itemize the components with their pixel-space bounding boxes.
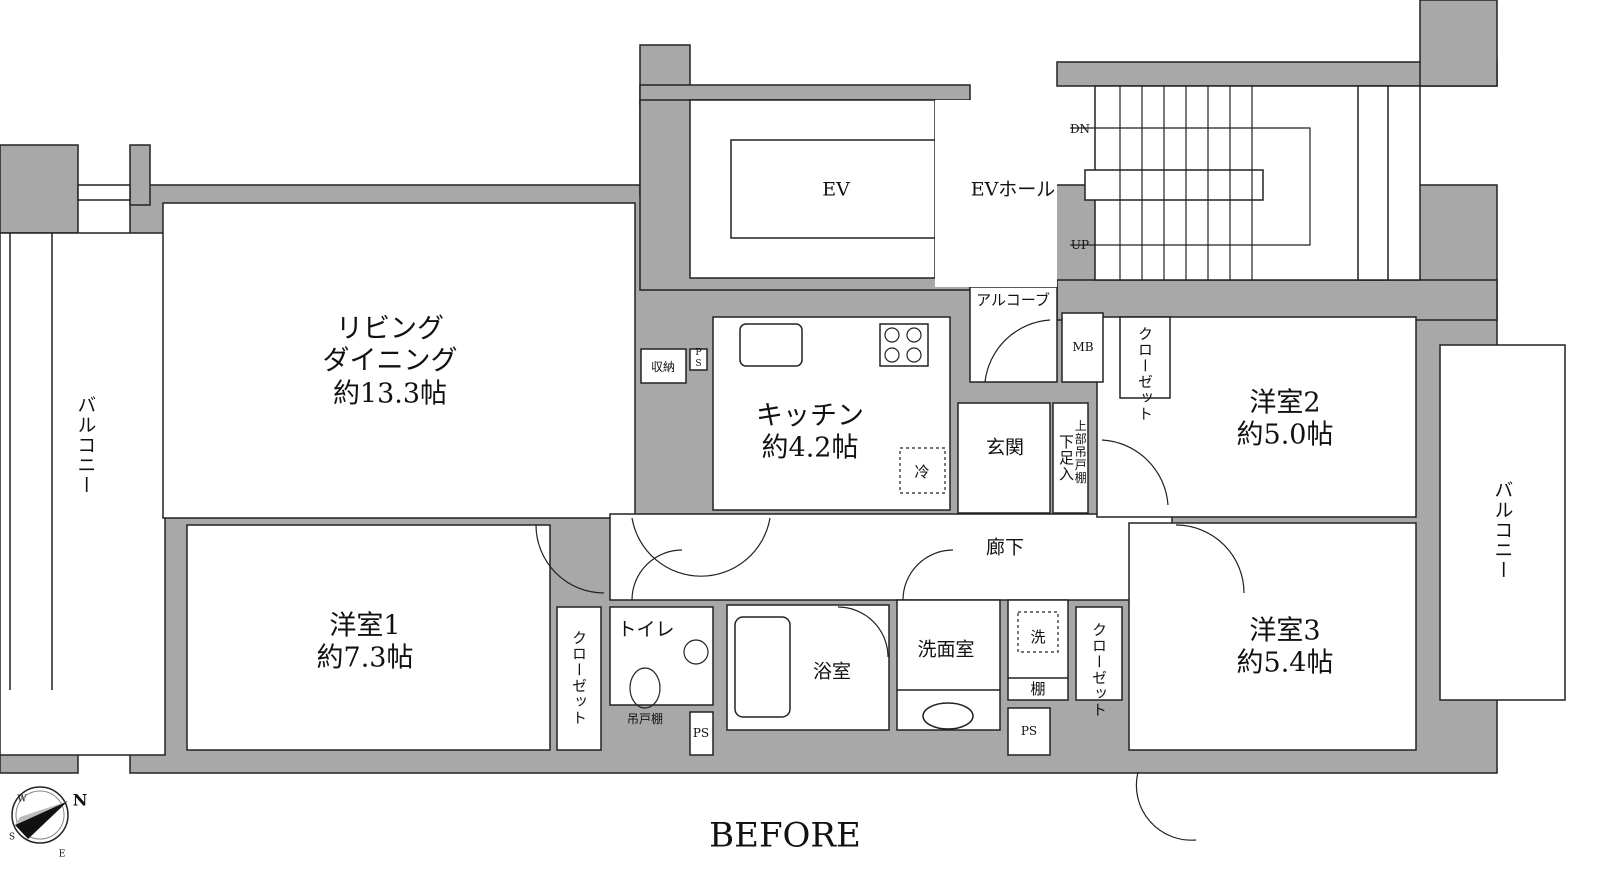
kitchen-name: キッチン bbox=[756, 400, 864, 432]
corridor-label: 廊下 bbox=[985, 536, 1025, 559]
kitchen-size: 約4.2帖 bbox=[761, 433, 859, 464]
mb-label: MB bbox=[1072, 339, 1094, 354]
entrance-label: 玄関 bbox=[985, 436, 1025, 459]
balcony-left-label: バルコニー bbox=[74, 395, 97, 495]
ev-label: EV bbox=[822, 178, 850, 201]
kitchen-label: キッチン 約4.2帖 bbox=[756, 401, 864, 466]
room-3 bbox=[1128, 522, 1417, 751]
toilet-label: トイレ bbox=[617, 618, 675, 641]
closet-room3-label: クローゼット bbox=[1090, 622, 1108, 718]
alcove-label: アルコーブ bbox=[976, 291, 1050, 309]
ev-hall bbox=[935, 100, 1057, 287]
shelf-label: 棚 bbox=[1030, 680, 1046, 698]
mb bbox=[1061, 312, 1104, 383]
storage bbox=[640, 348, 687, 384]
room3-name: 洋室3 bbox=[1249, 615, 1321, 647]
plan-title: BEFORE bbox=[709, 815, 861, 856]
entrance bbox=[957, 402, 1051, 514]
room2-name: 洋室2 bbox=[1249, 387, 1321, 419]
closet-room3 bbox=[1075, 606, 1123, 701]
living-room bbox=[162, 202, 636, 519]
stairs-down-label: DN bbox=[1069, 121, 1091, 136]
room1-size: 約7.3帖 bbox=[316, 643, 414, 674]
closet-room1-label: クローゼット bbox=[570, 630, 588, 726]
ps-small-label: PS bbox=[693, 348, 704, 370]
closet-room2 bbox=[1119, 316, 1171, 399]
storage-label: 収納 bbox=[650, 359, 676, 374]
toilet bbox=[609, 606, 714, 706]
compass-s: S bbox=[8, 832, 16, 843]
closet-room2-label: クローゼット bbox=[1136, 326, 1154, 422]
fridge-label: 冷 bbox=[914, 463, 930, 481]
closet-room1 bbox=[556, 606, 602, 751]
room3-label: 洋室3 約5.4帖 bbox=[1237, 616, 1334, 681]
compass-e: E bbox=[58, 849, 66, 860]
ps2-label: PS bbox=[1020, 723, 1038, 738]
living-name-2: ダイニング bbox=[322, 345, 458, 377]
ps-1 bbox=[689, 711, 714, 756]
stairs-up-label: UP bbox=[1070, 237, 1090, 252]
ev-hall-label: EVホール bbox=[970, 178, 1056, 201]
washer-label: 洗 bbox=[1030, 628, 1046, 646]
balcony-left bbox=[0, 232, 166, 756]
shoe-storage-label: 下足入 bbox=[1057, 434, 1075, 482]
compass-w: W bbox=[17, 794, 27, 805]
compass-icon bbox=[11, 786, 69, 844]
room3-size: 約5.4帖 bbox=[1236, 648, 1334, 679]
room1-name: 洋室1 bbox=[329, 610, 401, 642]
room1-label: 洋室1 約7.3帖 bbox=[317, 611, 414, 676]
ps1-label: PS bbox=[692, 725, 710, 740]
bath-label: 浴室 bbox=[812, 660, 852, 683]
upper-cabinet-label: 上部吊戸棚 bbox=[1073, 419, 1088, 485]
balcony-right-label: バルコニー bbox=[1491, 480, 1514, 580]
washroom-label: 洗面室 bbox=[917, 638, 975, 661]
balcony-right bbox=[1439, 344, 1566, 701]
corridor bbox=[609, 513, 1173, 601]
room-1 bbox=[186, 524, 551, 751]
toilet-cabinet-label: 吊戸棚 bbox=[626, 711, 664, 726]
room2-size: 約5.0帖 bbox=[1236, 420, 1334, 451]
ps-2 bbox=[1007, 707, 1051, 756]
living-size: 約13.3帖 bbox=[332, 378, 448, 410]
room2-label: 洋室2 約5.0帖 bbox=[1237, 388, 1334, 453]
living-label: リビング ダイニング 約13.3帖 bbox=[323, 313, 458, 410]
shoe-storage bbox=[1052, 402, 1089, 514]
alcove bbox=[969, 286, 1058, 383]
ev-car bbox=[730, 139, 936, 239]
living-name-1: リビング bbox=[336, 313, 444, 345]
compass-n: N bbox=[72, 790, 88, 810]
